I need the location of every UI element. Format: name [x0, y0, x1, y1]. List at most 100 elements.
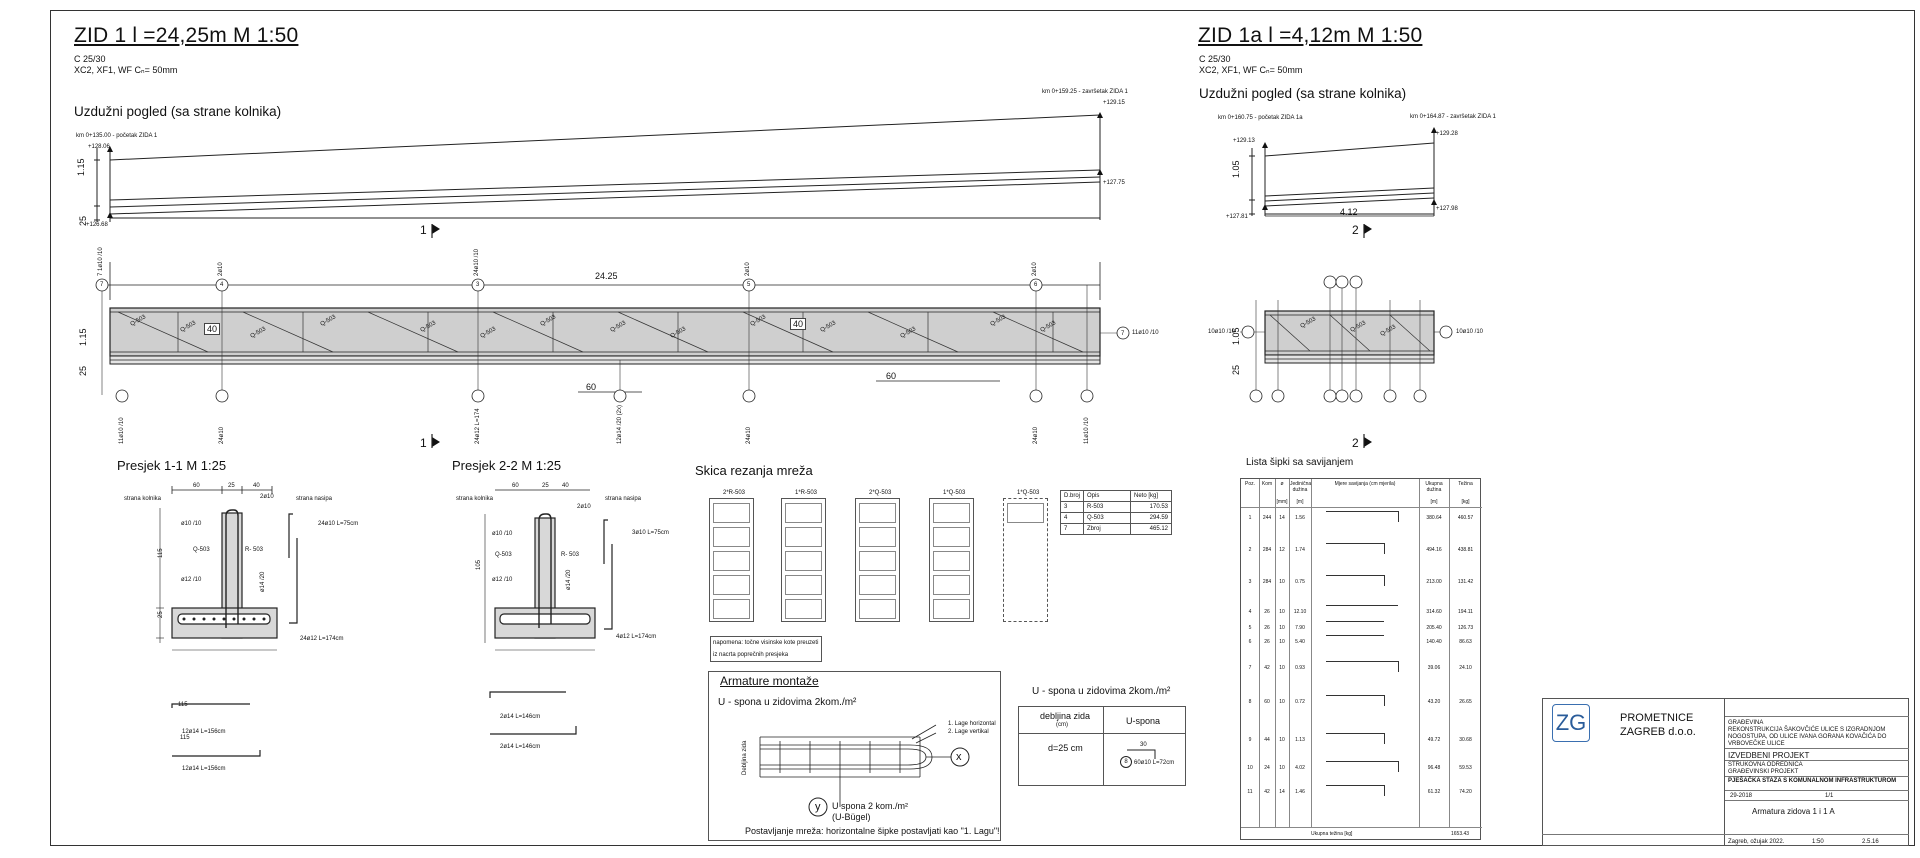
- wall1a-spec-concrete: C 25/30: [1199, 54, 1231, 64]
- mesh-th-weight: Neto [kg]: [1130, 490, 1173, 502]
- bending-cell: 1.46: [1295, 789, 1305, 795]
- mesh-cut-piece: [933, 527, 970, 547]
- bar-mark-circle: [1439, 325, 1453, 339]
- bending-cell: 140.40: [1426, 639, 1442, 645]
- section1-bar1: 12ø14 L=156cm: [182, 729, 226, 735]
- wall1-lap-left: 40: [204, 323, 221, 335]
- mesh-cut-piece: [785, 503, 822, 523]
- bending-header: Mjere savijanja (cm mjerila): [1334, 481, 1396, 487]
- wall1-view-title: Uzdužni pogled (sa strane kolnika): [74, 104, 282, 119]
- wall1a-strip-height: 1.05: [1231, 327, 1241, 345]
- bending-cell: 494.16: [1426, 547, 1442, 553]
- mesh-sheet: [855, 498, 900, 622]
- bending-cell: 24: [1264, 765, 1270, 771]
- section1-drawing: [156, 486, 278, 651]
- mesh-sheet: [929, 498, 974, 622]
- mesh-cut-piece: [933, 599, 970, 619]
- tb-row-line: [1725, 760, 1909, 761]
- rebar-dot: [192, 617, 196, 621]
- bending-cell: 0.93: [1295, 665, 1305, 671]
- bending-unit: [mm]: [1276, 499, 1288, 505]
- bending-cell: 244: [1262, 515, 1272, 521]
- rebar-dot: [182, 617, 186, 621]
- section1-label-f: 2ø10: [260, 494, 274, 500]
- wall1a-elev-top-left: +129.13: [1233, 138, 1255, 144]
- tb-scale: 1:50: [1812, 839, 1824, 845]
- bending-cell: 11: [1247, 789, 1253, 795]
- montaza-mark-x: x: [956, 751, 962, 763]
- mesh-sheet-label: 2*R-503: [723, 490, 746, 496]
- section1-bar1-shapes: [171, 703, 261, 757]
- wall1-strip-foot: 25: [78, 365, 88, 376]
- bending-header: Ukupna dužina: [1425, 481, 1443, 493]
- section2-label-d: R- 503: [561, 552, 580, 558]
- section1-dim-c: 40: [253, 483, 260, 489]
- rebar-dot: [252, 617, 256, 621]
- section2-label-e: ø14 /20: [566, 569, 572, 590]
- bar-bottom-text: 24ø10: [1033, 426, 1039, 444]
- mesh-sheet-label: 1*R-503: [795, 490, 818, 496]
- bar-mark-circle: [1335, 389, 1349, 403]
- wall1-cut-top: 1: [420, 223, 427, 237]
- section2-title: Presjek 2-2 M 1:25: [452, 458, 562, 473]
- bending-header: Poz.: [1244, 481, 1255, 487]
- mesh-note-2: iz nacrta poprečnih presjeka: [713, 652, 789, 658]
- montaza-title: Armature montaže: [720, 674, 819, 688]
- bending-cell: 1: [1248, 515, 1252, 521]
- hatch-line: [117, 311, 209, 353]
- bending-cell: 26: [1264, 625, 1270, 631]
- bending-cell: 380.64: [1426, 515, 1442, 521]
- section1-side-right: strana nasipa: [296, 496, 333, 502]
- bar-mark-number: 5: [747, 282, 751, 288]
- section2-bar11b: 2ø14 L=146cm: [500, 744, 541, 750]
- bar-mark-circle: [613, 389, 627, 403]
- bending-cell: 61.32: [1427, 789, 1441, 795]
- wall1a-strip-foot: 25: [1231, 364, 1241, 375]
- section2-bar11: 2ø14 L=146cm: [500, 714, 541, 720]
- mesh-cut-piece: [933, 575, 970, 595]
- bar-bottom-text: 11ø10 /10: [119, 417, 125, 444]
- bending-cell: 284: [1262, 579, 1272, 585]
- bending-cell: 26: [1264, 609, 1270, 615]
- bending-cell: 205.40: [1426, 625, 1442, 631]
- bending-col-line: [1275, 479, 1276, 827]
- wall1-elev-bot-left: +126.68: [86, 222, 108, 228]
- section1-bar1-len2: 115: [180, 735, 190, 741]
- bar-bottom-text: 24ø12 L=174: [475, 408, 481, 444]
- hatch-line: [1329, 314, 1371, 352]
- hatch-line: [742, 311, 834, 353]
- bending-cell: 42: [1264, 789, 1270, 795]
- section2-side-right: strana nasipa: [605, 496, 642, 502]
- bending-cell: 438.81: [1457, 547, 1474, 553]
- uspona-shape: [1127, 749, 1156, 759]
- company-name-2: ZAGREB d.o.o.: [1620, 726, 1696, 738]
- mesh-note-box: [710, 636, 822, 662]
- wall1a-dim-height: 1.05: [1231, 160, 1241, 178]
- section1-dim-b: 25: [228, 483, 235, 489]
- mesh-sheet: [781, 498, 826, 622]
- bending-shape: [1326, 695, 1385, 706]
- bending-cell: 96.48: [1427, 765, 1441, 771]
- uspona-dim: 30: [1140, 742, 1147, 748]
- section1-label-d: R- 503: [245, 547, 264, 553]
- bending-cell: 10: [1279, 639, 1285, 645]
- mesh-sheet: [1003, 498, 1048, 622]
- bending-shape: [1326, 575, 1385, 586]
- mesh-sheet-label: 1*Q-503: [1017, 490, 1040, 496]
- bar-mark-circle: [1029, 389, 1043, 403]
- bending-shape: [1326, 511, 1399, 522]
- montaza-note: Postavljanje mreža: horizontalne šipke p…: [745, 826, 1000, 836]
- montaza-box: [708, 671, 1001, 841]
- bending-shape: [1326, 605, 1398, 606]
- bending-cell: 314.60: [1426, 609, 1442, 615]
- section1-h115: 115: [158, 548, 164, 558]
- mesh-cell: Zbroj: [1083, 523, 1132, 535]
- mesh-cut-piece: [713, 551, 750, 571]
- mesh-cut-piece: [859, 551, 896, 571]
- mesh-weight-table: D.broj Opis Neto [kg] 3 R-503 170.53 4 Q…: [1059, 490, 1173, 535]
- bar-top-text: 24ø10 /10: [474, 248, 480, 276]
- bending-cell: 7.90: [1295, 625, 1305, 631]
- bending-cell: 131.42: [1457, 579, 1474, 585]
- bending-col-line: [1419, 479, 1420, 827]
- tb-row-line: [1725, 800, 1909, 801]
